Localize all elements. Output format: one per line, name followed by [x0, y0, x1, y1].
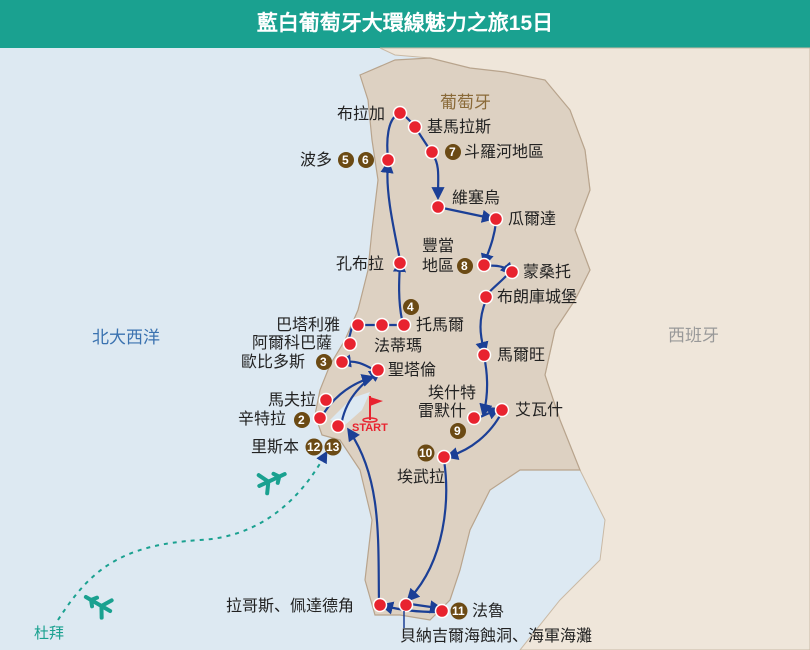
start-label: START: [352, 422, 388, 434]
place-label-belmonte: 布朗庫城堡: [497, 288, 577, 306]
svg-text:5: 5: [342, 153, 349, 167]
region-label-ocean: 北大西洋: [92, 328, 160, 347]
svg-text:4: 4: [407, 300, 414, 314]
place-label-tomar: 托馬爾: [416, 316, 464, 334]
plane-icon: [83, 595, 114, 620]
place-label-guarda: 瓜爾達: [508, 210, 556, 228]
svg-text:10: 10: [419, 446, 433, 460]
day-badge: 6: [358, 152, 374, 168]
day-badge: 7: [445, 144, 461, 160]
place-label-faro: 法魯: [472, 602, 504, 620]
svg-text:6: 6: [362, 153, 369, 167]
place-label-dubai: 杜拜: [34, 625, 64, 642]
tagus-estuary: [330, 392, 370, 425]
svg-text:9: 9: [454, 424, 461, 438]
city-dots: [312, 105, 520, 619]
place-label-elvas: 艾瓦什: [515, 401, 563, 419]
place-label-bussaco2: 地區: [422, 257, 454, 275]
svg-text:8: 8: [461, 259, 468, 273]
place-label-estremoz2: 雷默什: [418, 402, 466, 420]
place-label-porto: 波多: [300, 151, 332, 169]
place-label-estremoz: 埃什特: [428, 384, 476, 402]
place-label-marvao: 馬爾旺: [497, 347, 545, 364]
place-label-bussaco: 豐當: [422, 237, 454, 255]
svg-text:12: 12: [307, 440, 321, 454]
day-badge: 9: [450, 423, 466, 439]
start-flag-icon: [362, 396, 383, 423]
day-badge: 3: [316, 354, 332, 370]
day-badge: 4: [403, 299, 419, 315]
svg-text:2: 2: [298, 413, 305, 427]
place-label-santarem: 聖塔倫: [388, 361, 436, 379]
region-label-portugal: 葡萄牙: [440, 93, 491, 112]
place-label-sintra: 辛特拉: [238, 410, 286, 428]
place-label-lagos: 拉哥斯、佩達德角: [226, 597, 354, 615]
place-label-benagil: 貝納吉爾海蝕洞、海軍海灘: [400, 627, 592, 645]
place-label-fatima: 法蒂瑪: [374, 337, 422, 355]
day-badge: 5: [338, 152, 354, 168]
flight-path: [57, 450, 328, 621]
place-label-alcobaca: 阿爾科巴薩: [252, 334, 332, 352]
day-badge: 10: [417, 444, 435, 462]
day-badge: 2: [294, 412, 310, 428]
place-label-monsanto: 蒙桑托: [523, 263, 571, 281]
svg-text:3: 3: [320, 355, 327, 369]
place-label-batalha: 巴塔利雅: [276, 316, 340, 334]
place-label-evora: 埃武拉: [397, 468, 445, 486]
svg-text:13: 13: [326, 440, 340, 454]
place-label-obidos: 歐比多斯: [241, 353, 305, 371]
place-label-mafra: 馬夫拉: [268, 391, 316, 409]
place-label-braga: 布拉加: [337, 105, 385, 123]
day-badge: 12: [305, 438, 323, 456]
svg-text:11: 11: [452, 604, 465, 618]
plane-icon: [256, 471, 287, 496]
svg-text:7: 7: [449, 145, 456, 159]
place-label-viseu: 維塞烏: [452, 189, 500, 207]
day-badge: 13: [324, 438, 342, 456]
region-label-spain: 西班牙: [668, 326, 719, 345]
page-title: 藍白葡萄牙大環線魅力之旅15日: [0, 0, 810, 48]
place-label-coimbra: 孔布拉: [336, 255, 384, 273]
place-label-lisbon: 里斯本: [251, 438, 299, 456]
place-label-douro: 斗羅河地區: [464, 143, 544, 161]
place-label-guimaraes: 基馬拉斯: [427, 118, 491, 136]
day-badge: 8: [457, 258, 473, 274]
day-badge: 11: [450, 602, 468, 620]
